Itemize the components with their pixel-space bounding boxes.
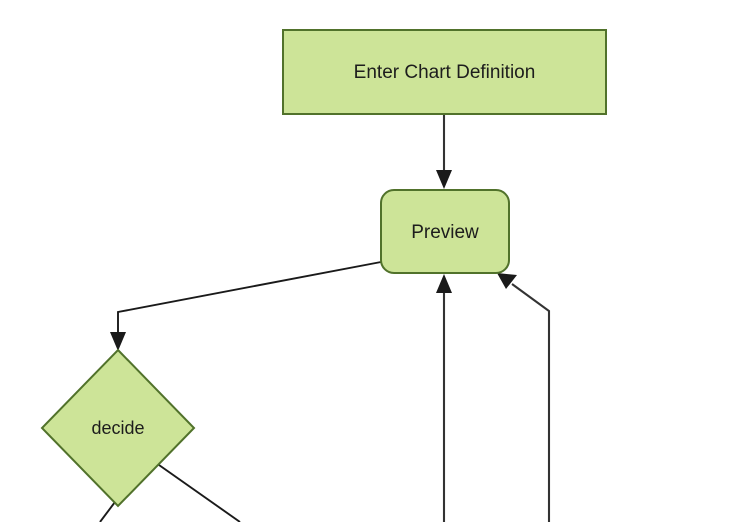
node-enter-chart-definition[interactable]: Enter Chart Definition [282,29,607,115]
node-shape-rectangle[interactable] [282,29,607,115]
edge-preview-to-decide [110,261,382,351]
node-shape-rounded-rectangle[interactable] [380,189,510,274]
node-decide[interactable]: decide [40,348,196,508]
edge-decide-bottom-left [99,501,116,522]
edge-line [511,283,551,522]
edge-line [158,464,241,522]
edge-line [117,261,382,333]
arrow-head-down [110,332,126,351]
node-label-enter-chart-definition: Enter Chart Definition [354,62,536,83]
edge-enter-to-preview [436,114,452,189]
node-label-decide: decide [91,418,144,438]
edge-bottom-center-to-preview [436,274,452,522]
node-shape-diamond[interactable] [40,348,196,508]
arrow-head-up-left [497,273,517,289]
edge-bottom-right-to-preview [497,273,551,522]
edge-decide-bottom-right [158,464,241,522]
arrow-head-up [436,274,452,293]
node-label-preview: Preview [411,222,479,243]
arrow-head-down [436,170,452,189]
edge-line [99,501,116,522]
node-preview[interactable]: Preview [380,189,510,274]
